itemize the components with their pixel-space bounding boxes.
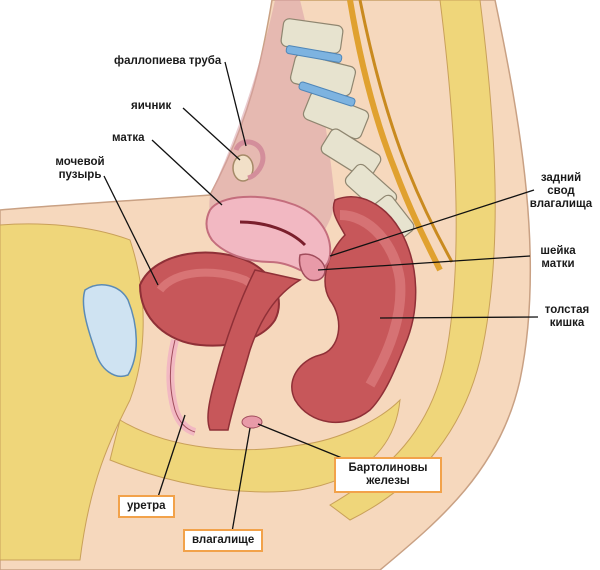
label-urethra: уретра <box>118 495 175 518</box>
spine <box>280 18 415 240</box>
intervertebral-discs <box>285 45 356 107</box>
label-fallopian-tube: фаллопиева труба <box>114 55 222 67</box>
bartholin-gland <box>241 415 263 429</box>
pubic-bone <box>82 284 137 377</box>
cervix <box>298 253 326 282</box>
label-posterior-fornix: задний свод влагалища <box>529 172 593 210</box>
perineum-fat <box>109 398 401 493</box>
label-vagina: влагалище <box>183 529 264 552</box>
uterine-cavity <box>239 220 307 247</box>
label-uterus: матка <box>112 132 145 144</box>
vagina <box>207 269 302 431</box>
label-bladder: мочевой пузырь <box>55 156 105 181</box>
label-colon: толстая кишка <box>544 304 590 329</box>
label-cervix: шейка матки <box>540 245 576 270</box>
label-bartholin-glands: Бартолиновы железы <box>334 457 442 493</box>
ovary <box>232 154 254 182</box>
uterus <box>205 195 332 273</box>
leader-lines <box>103 61 539 533</box>
spinal-nerves <box>347 0 443 272</box>
fallopian-tube <box>233 139 266 181</box>
label-ovary: яичник <box>131 100 172 112</box>
